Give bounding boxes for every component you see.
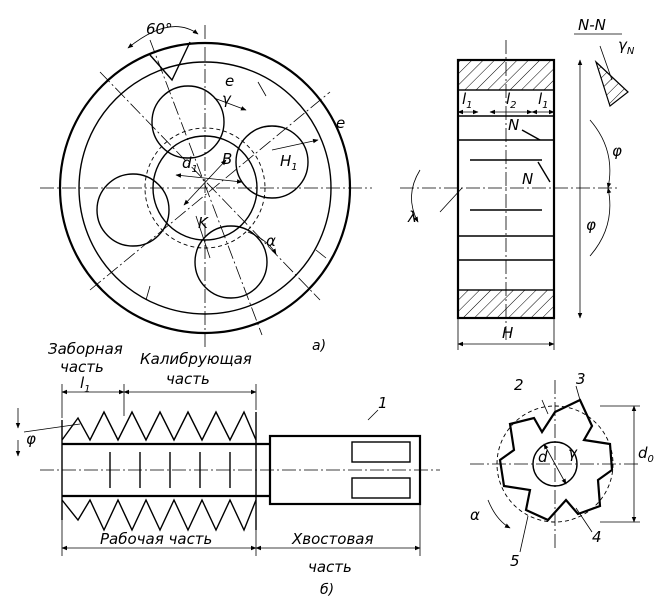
gamma-n-label: γN: [618, 36, 635, 57]
part-1-label: 1: [378, 394, 388, 412]
phi-tap-label: φ: [26, 430, 36, 448]
alpha-section-label: α: [470, 506, 480, 524]
phi-bottom-label: φ: [586, 216, 596, 234]
alpha-label: α: [266, 232, 276, 250]
section-nn-label: N-N: [578, 16, 606, 34]
angle-60-label: 60°: [146, 20, 173, 38]
rabochaya-label: Рабочая часть: [100, 530, 212, 548]
zabornaya-label-2: часть: [60, 358, 104, 376]
lambda-label: λ: [407, 208, 417, 226]
tap-cross-section: [470, 380, 640, 553]
part-2-label: 2: [514, 376, 524, 394]
e-top-label: e: [225, 72, 234, 90]
hvost-label-2: часть: [308, 558, 352, 576]
d0-label: d0: [638, 444, 654, 465]
kalibr-label-2: часть: [166, 370, 210, 388]
n-mid-label: N: [522, 170, 533, 188]
part-5-label: 5: [510, 552, 520, 570]
l1-tap-label: l1: [80, 374, 91, 395]
kalibr-label-1: Калибрующая: [140, 350, 252, 368]
gamma-label: γ: [222, 90, 232, 108]
l2-label: l2: [506, 90, 517, 111]
l1-right-label: l1: [538, 90, 549, 111]
view-a-caption: а): [312, 338, 326, 354]
n-top-label: N: [508, 116, 519, 134]
h1-label: H1: [280, 152, 298, 173]
e-right-label: e: [336, 114, 345, 132]
die-side-section: [400, 33, 629, 350]
l1-left-label: l1: [462, 90, 473, 111]
d-section-label: d: [538, 448, 548, 466]
k-label: K: [198, 214, 209, 232]
view-b-caption: б): [320, 582, 334, 598]
zabornaya-label-1: Заборная: [48, 340, 123, 358]
gamma-section-label: γ: [568, 444, 578, 462]
part-3-label: 3: [576, 370, 586, 388]
die-front-view: [40, 25, 372, 350]
tap-side-view: [15, 384, 440, 556]
h-label: H: [502, 324, 513, 342]
d1-label: d1: [182, 154, 198, 175]
hvost-label-1: Хвостовая: [291, 530, 374, 548]
b-label: B: [222, 150, 232, 168]
phi-top-label: φ: [612, 142, 622, 160]
part-4-label: 4: [592, 528, 602, 546]
